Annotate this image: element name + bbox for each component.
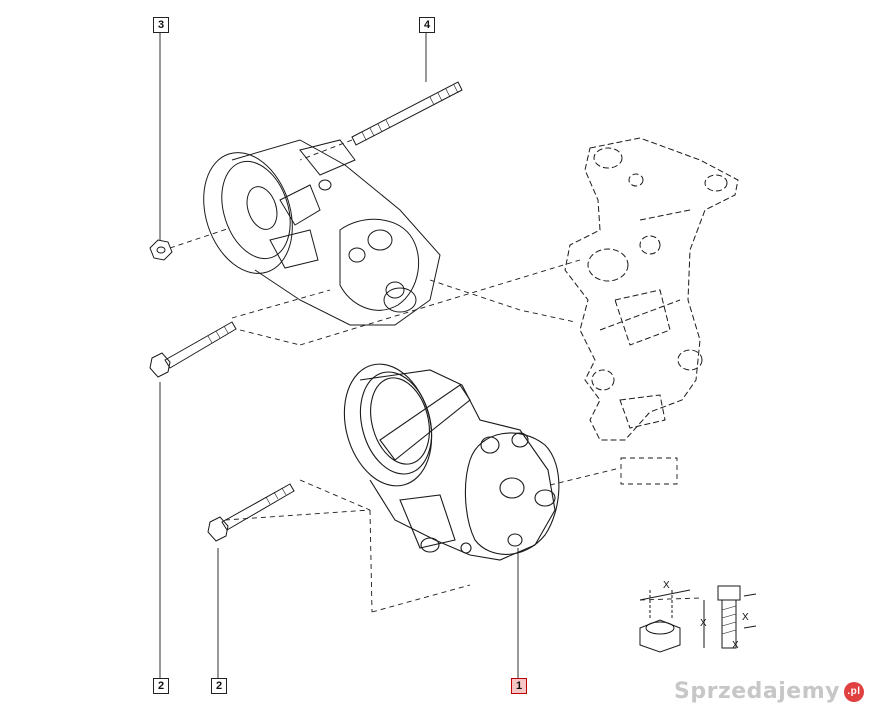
bolt-part-2-lower	[207, 483, 295, 542]
legend-mark-x: X	[742, 612, 749, 623]
leader-lines	[159, 33, 519, 678]
stud-part-4	[351, 81, 463, 146]
legend-mark-x: X	[663, 580, 670, 591]
compressor-lower	[343, 363, 560, 561]
mounting-bracket	[564, 137, 739, 441]
compressor-upper	[203, 139, 441, 326]
callout-part-2-left: 2	[153, 678, 169, 694]
legend-mark-x: X	[732, 640, 739, 651]
legend-mark-x: X	[700, 618, 707, 629]
callout-part-4: 4	[419, 17, 435, 33]
watermark: Sprzedajemy .pl	[674, 679, 864, 704]
watermark-text: Sprzedajemy	[674, 679, 840, 704]
nut-part-3	[149, 239, 173, 261]
watermark-badge: .pl	[844, 681, 864, 702]
bolt-part-2-upper	[149, 321, 237, 378]
callout-part-3: 3	[153, 17, 169, 33]
callout-part-2-right: 2	[211, 678, 227, 694]
callout-part-1: 1	[511, 678, 527, 694]
torque-legend	[639, 585, 757, 653]
assembly-dashed-lines	[169, 139, 701, 613]
